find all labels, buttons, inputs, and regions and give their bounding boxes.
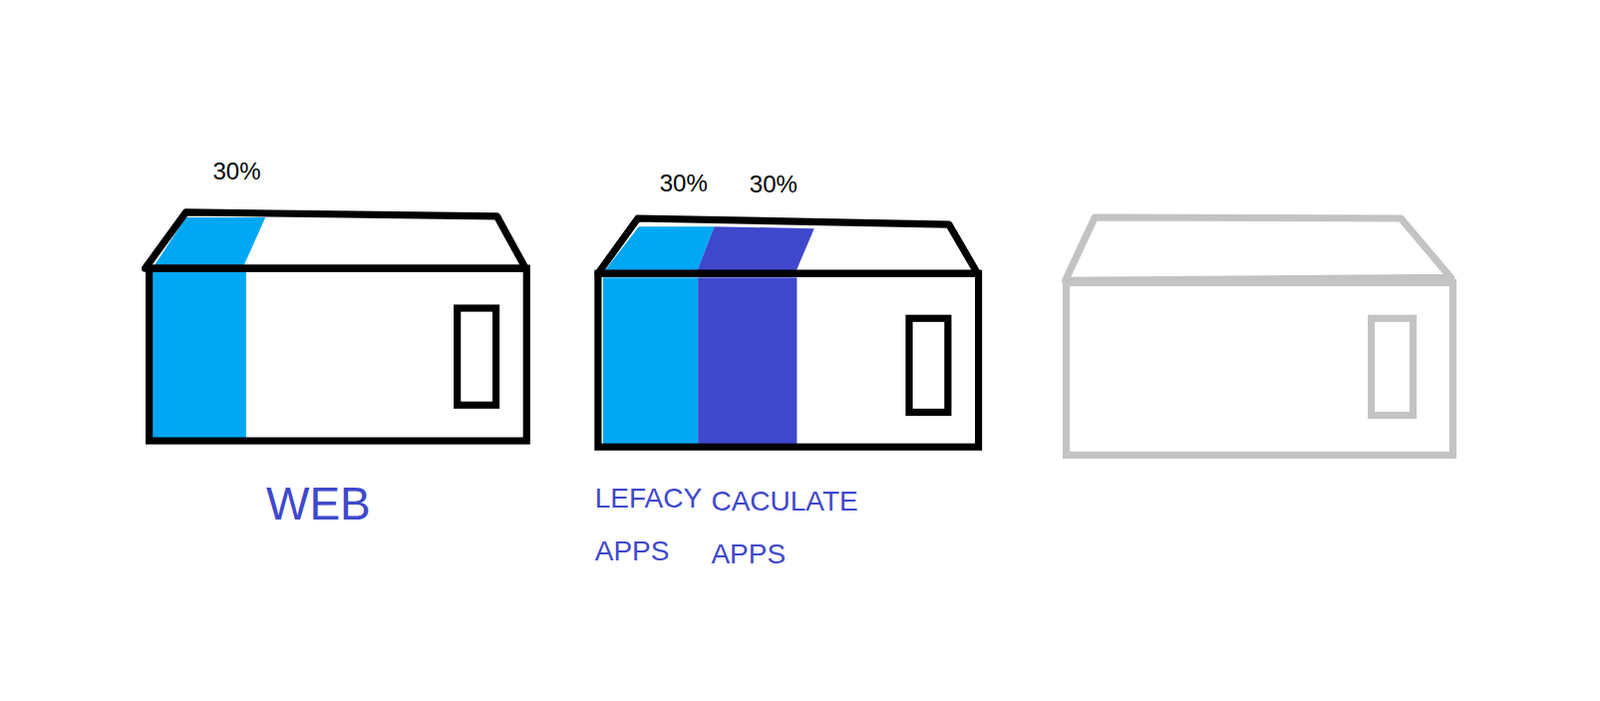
calculate-band xyxy=(697,277,797,444)
percent-label: 30% xyxy=(659,169,708,199)
box-slot xyxy=(909,318,949,412)
legacy-band xyxy=(603,277,698,444)
server-empty xyxy=(1065,217,1454,455)
legacy-band-top xyxy=(604,226,715,272)
box-top xyxy=(145,212,527,269)
box-front xyxy=(149,268,528,441)
calculate-band-top xyxy=(696,226,815,272)
box-slot xyxy=(457,308,497,405)
app-name: CACULATE APPS xyxy=(710,474,858,581)
box-top xyxy=(598,218,978,274)
server-web xyxy=(145,212,528,441)
percent-label: 30% xyxy=(212,157,261,187)
box-front xyxy=(598,273,979,447)
server-name: WEB xyxy=(266,476,371,532)
web-band-top xyxy=(153,217,267,268)
box-top xyxy=(1065,217,1452,281)
box-slot xyxy=(1371,318,1414,415)
percent-label: 30% xyxy=(749,170,798,200)
web-band xyxy=(151,271,247,439)
server-apps xyxy=(598,218,979,447)
app-name: LEFACY APPS xyxy=(595,471,702,578)
box-front xyxy=(1066,282,1454,455)
